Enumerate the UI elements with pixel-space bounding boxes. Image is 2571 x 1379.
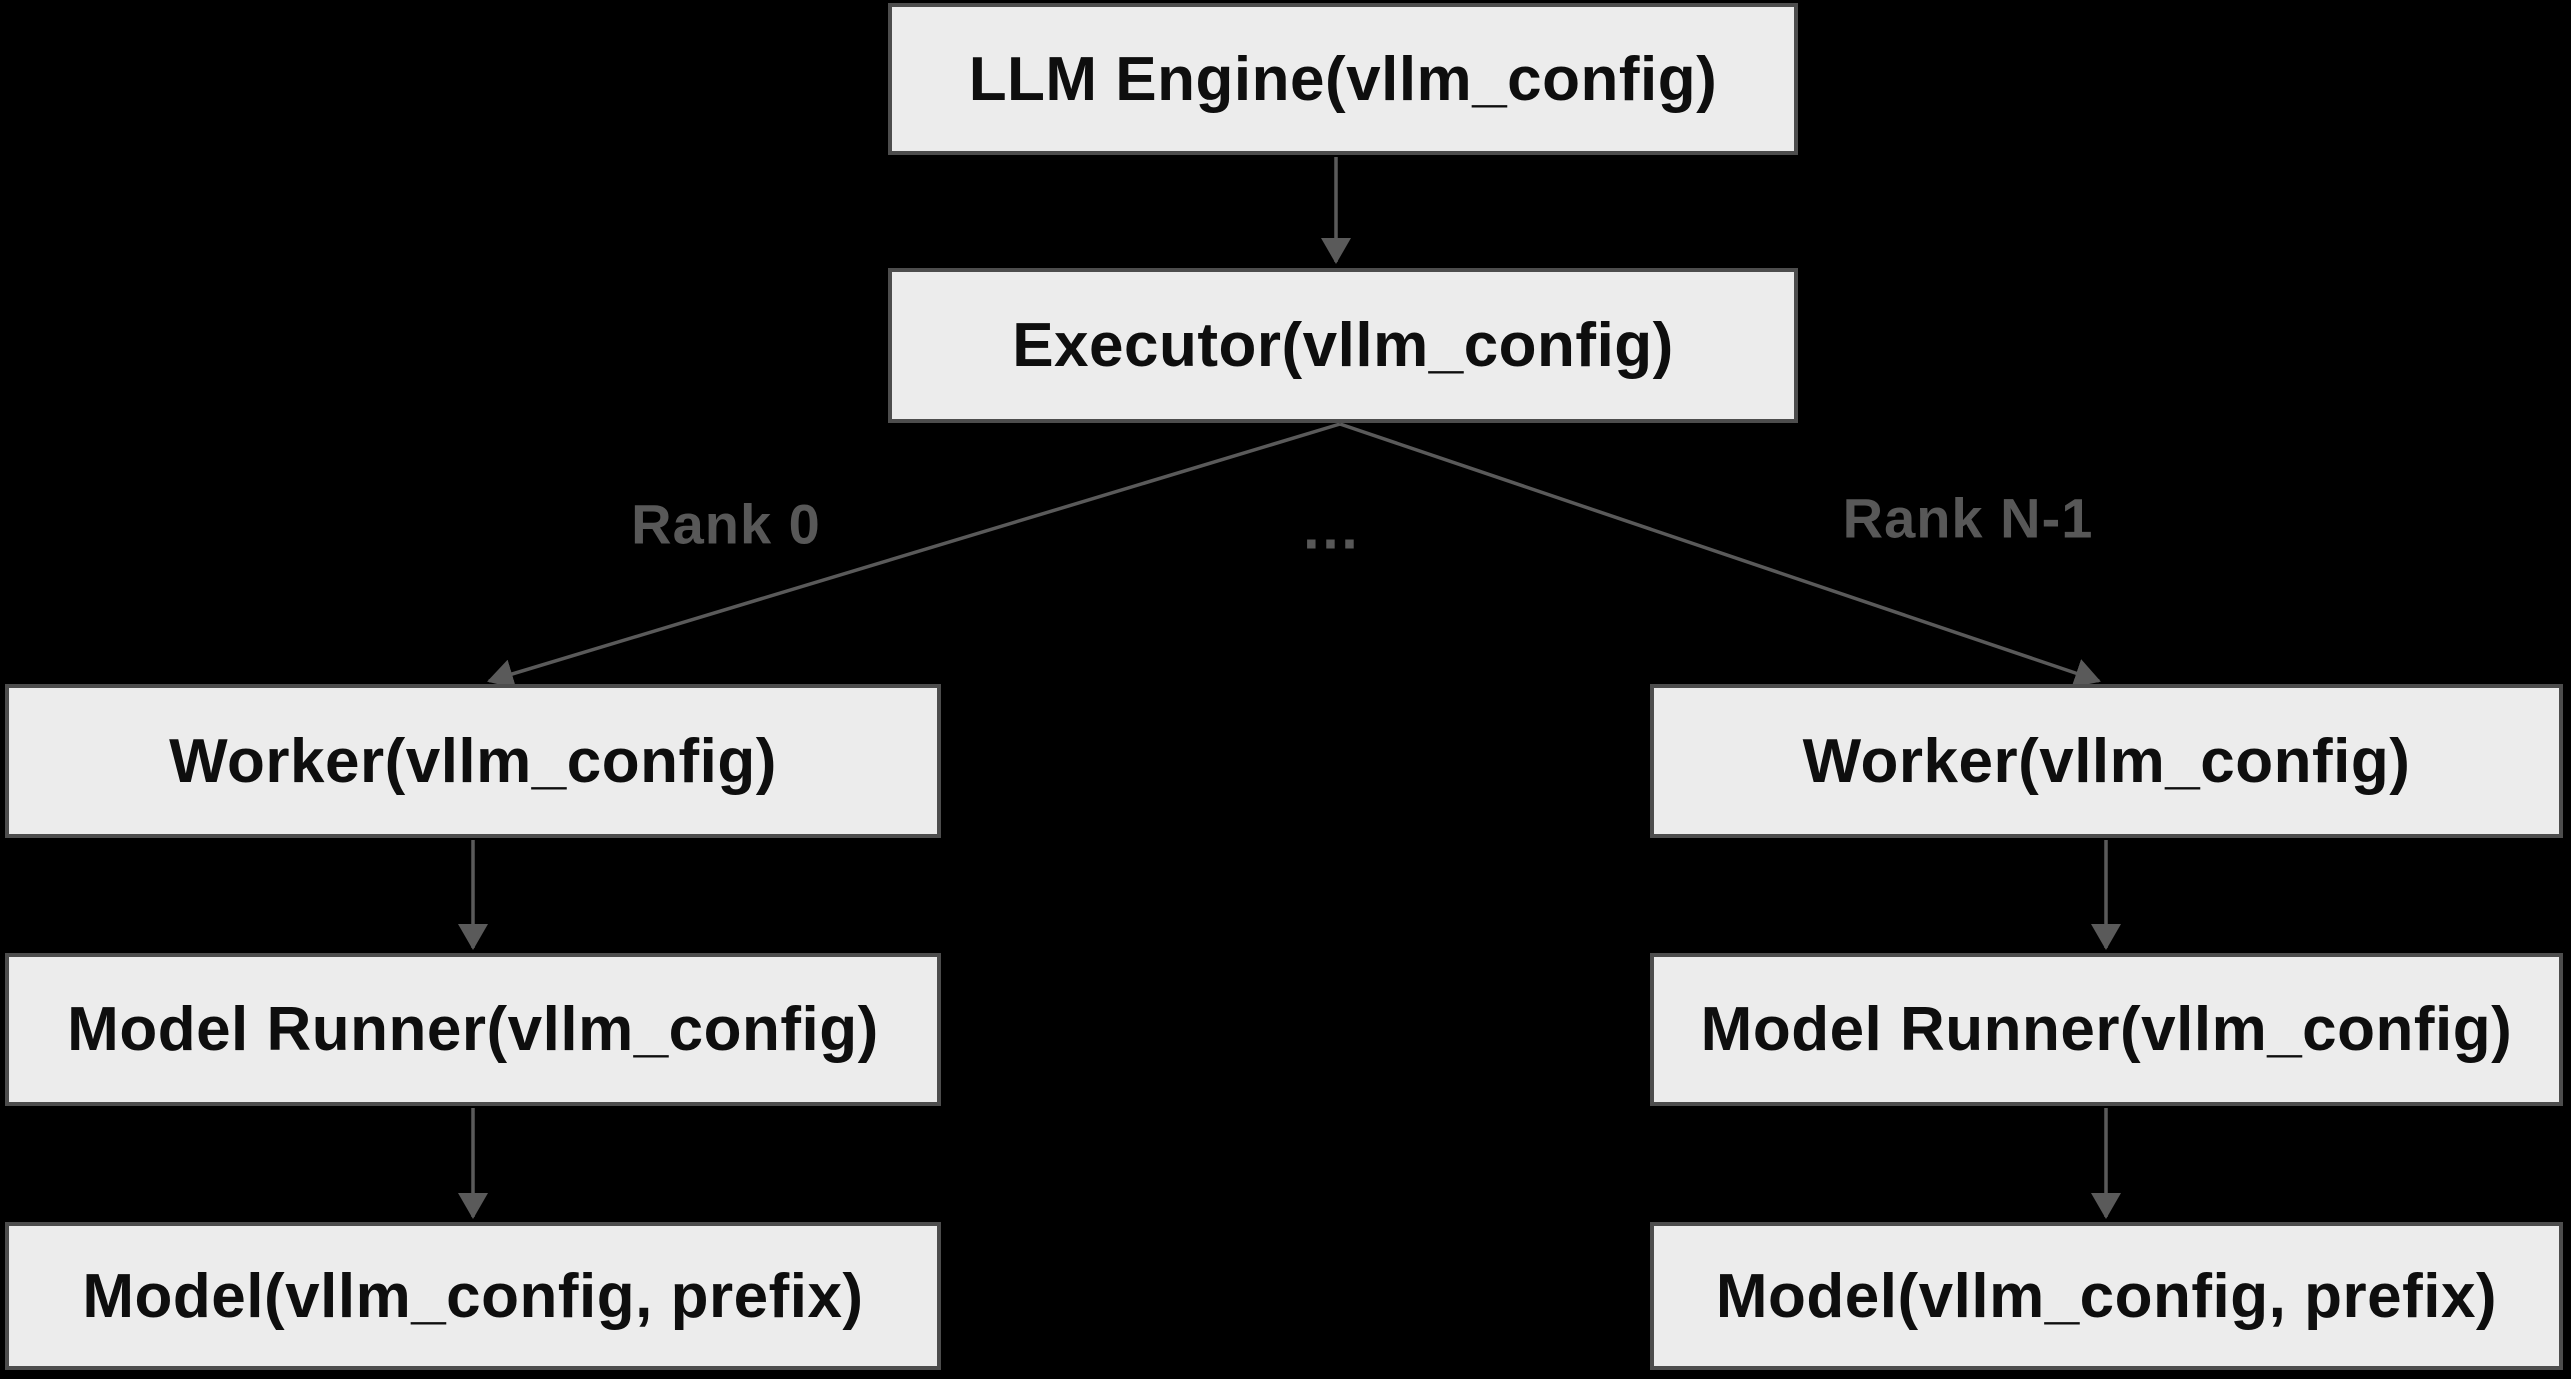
node-worker-rank-0: Worker(vllm_config) <box>5 684 941 838</box>
node-model-rank-0-label: Model(vllm_config, prefix) <box>82 1261 864 1331</box>
node-model-rank-n-1: Model(vllm_config, prefix) <box>1650 1222 2563 1370</box>
node-worker-rank-0-label: Worker(vllm_config) <box>169 726 777 796</box>
edge-executor-to-worker-right <box>1339 422 2101 688</box>
edge-label-ellipsis: … <box>1300 494 1364 562</box>
node-worker-rank-n-1-label: Worker(vllm_config) <box>1802 726 2411 796</box>
node-model-runner-rank-0-label: Model Runner(vllm_config) <box>67 995 879 1064</box>
node-llm-engine-label: LLM Engine(vllm_config) <box>968 44 1718 114</box>
node-worker-rank-n-1: Worker(vllm_config) <box>1650 684 2563 838</box>
edge-label-rank-n-1: Rank N-1 <box>1842 486 2094 550</box>
node-llm-engine: LLM Engine(vllm_config) <box>888 3 1798 155</box>
node-model-runner-rank-n-1-label: Model Runner(vllm_config) <box>1700 995 2513 1064</box>
node-executor: Executor(vllm_config) <box>888 268 1798 423</box>
edge-executor-to-worker-left <box>487 422 1341 689</box>
node-model-rank-0: Model(vllm_config, prefix) <box>5 1222 941 1370</box>
node-model-rank-n-1-label: Model(vllm_config, prefix) <box>1715 1261 2498 1331</box>
node-model-runner-rank-0: Model Runner(vllm_config) <box>5 953 941 1106</box>
edge-label-rank-0: Rank 0 <box>631 492 821 556</box>
node-executor-label: Executor(vllm_config) <box>1012 311 1674 380</box>
node-model-runner-rank-n-1: Model Runner(vllm_config) <box>1650 953 2563 1106</box>
